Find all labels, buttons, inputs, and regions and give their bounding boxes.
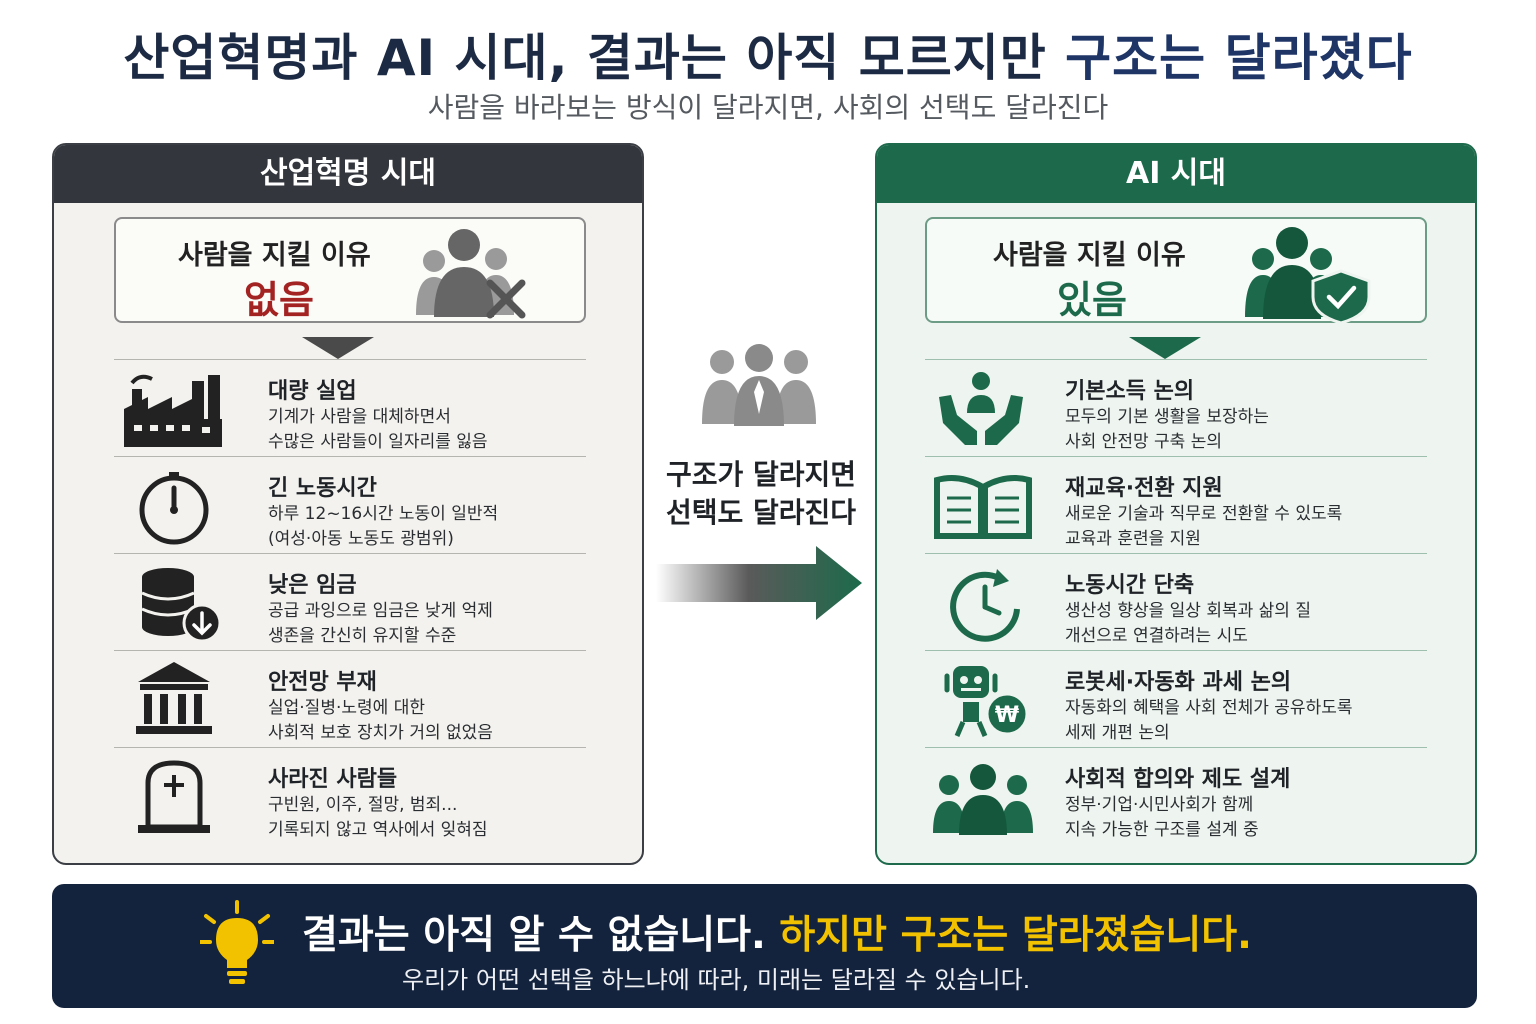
caring-hands-icon	[939, 372, 1023, 445]
industrial-era-heading: 산업혁명 시대	[54, 145, 642, 203]
row-title: 기본소득 논의	[1065, 379, 1195, 404]
banner-headline: 결과는 아직 알 수 없습니다. 하지만 구조는 달라졌습니다.	[302, 904, 1252, 960]
reason-box-none: 사람을 지킬 이유 없음	[114, 217, 586, 323]
people-group-icon	[702, 344, 816, 426]
ai-era-heading: AI 시대	[877, 145, 1475, 203]
row-desc: 하루 12~16시간 노동이 일반적(여성·아동 노동도 광범위)	[268, 504, 499, 549]
clock-icon	[139, 472, 209, 545]
row-title: 긴 노동시간	[268, 476, 377, 501]
institution-icon	[136, 662, 212, 734]
reason-value-exists: 있음	[1057, 278, 1127, 322]
coins-down-icon	[141, 568, 222, 643]
list-item: 긴 노동시간 하루 12~16시간 노동이 일반적(여성·아동 노동도 광범위)	[114, 456, 586, 553]
banner-headline-white: 결과는 아직 알 수 없습니다.	[302, 913, 780, 958]
clock-refresh-icon	[950, 569, 1020, 642]
gravestone-icon	[138, 760, 210, 833]
factory-icon	[124, 374, 222, 447]
row-title: 로봇세·자동화 과세 논의	[1065, 670, 1292, 695]
open-book-icon	[934, 475, 1032, 539]
center-caption-line2: 선택도 달라진다	[665, 496, 857, 529]
down-arrow-icon	[302, 337, 374, 359]
center-caption-line1: 구조가 달라지면	[665, 458, 857, 491]
down-arrow-icon	[1129, 337, 1201, 359]
row-desc: 구빈원, 이주, 절망, 범죄...기록되지 않고 역사에서 잊혀짐	[268, 795, 488, 840]
people-group-icon	[933, 764, 1033, 835]
page-subtitle: 사람을 바라보는 방식이 달라지면, 사회의 선택도 달라진다	[427, 91, 1109, 124]
row-title: 재교육·전환 지원	[1065, 476, 1223, 501]
ai-era-panel: AI 시대 사람을 지킬 이유 있음 기본소득 논의 모두의	[875, 143, 1477, 865]
robot-won-icon: ₩	[944, 666, 1029, 737]
list-item: 사라진 사람들 구빈원, 이주, 절망, 범죄...기록되지 않고 역사에서 잊…	[114, 747, 586, 844]
page-title: 산업혁명과 AI 시대, 결과는 아직 모르지만 구조는 달라졌다	[0, 18, 1536, 90]
title-highlight: 구조는 달라졌다	[1065, 29, 1413, 87]
row-title: 노동시간 단축	[1065, 573, 1195, 598]
reason-label: 사람을 지킬 이유	[178, 240, 371, 271]
industrial-era-panel: 산업혁명 시대 사람을 지킬 이유 없음	[52, 143, 644, 865]
row-title: 대량 실업	[268, 379, 357, 404]
row-title: 안전망 부재	[268, 670, 377, 695]
banner-subline: 우리가 어떤 선택을 하느냐에 따라, 미래는 달라질 수 있습니다.	[402, 966, 1031, 994]
people-x-icon	[416, 229, 526, 319]
center-caption: 구조가 달라지면 선택도 달라진다	[646, 456, 876, 532]
row-title: 낮은 임금	[268, 573, 357, 598]
right-arrow-icon	[656, 546, 862, 620]
row-title: 사회적 합의와 제도 설계	[1065, 767, 1291, 792]
title-main: 산업혁명과 AI 시대, 결과는 아직 모르지만	[123, 29, 1066, 87]
row-title: 사라진 사람들	[268, 767, 398, 792]
people-shield-icon	[1245, 227, 1371, 323]
reason-box-exists: 사람을 지킬 이유 있음	[925, 217, 1427, 323]
banner-headline-yellow: 하지만 구조는 달라졌습니다.	[779, 913, 1252, 958]
reason-label: 사람을 지킬 이유	[993, 240, 1186, 271]
conclusion-banner: 결과는 아직 알 수 없습니다. 하지만 구조는 달라졌습니다. 우리가 어떤 …	[52, 884, 1477, 1008]
svg-text:₩: ₩	[995, 703, 1019, 728]
reason-value-none: 없음	[244, 278, 314, 322]
lightbulb-icon	[200, 900, 274, 984]
